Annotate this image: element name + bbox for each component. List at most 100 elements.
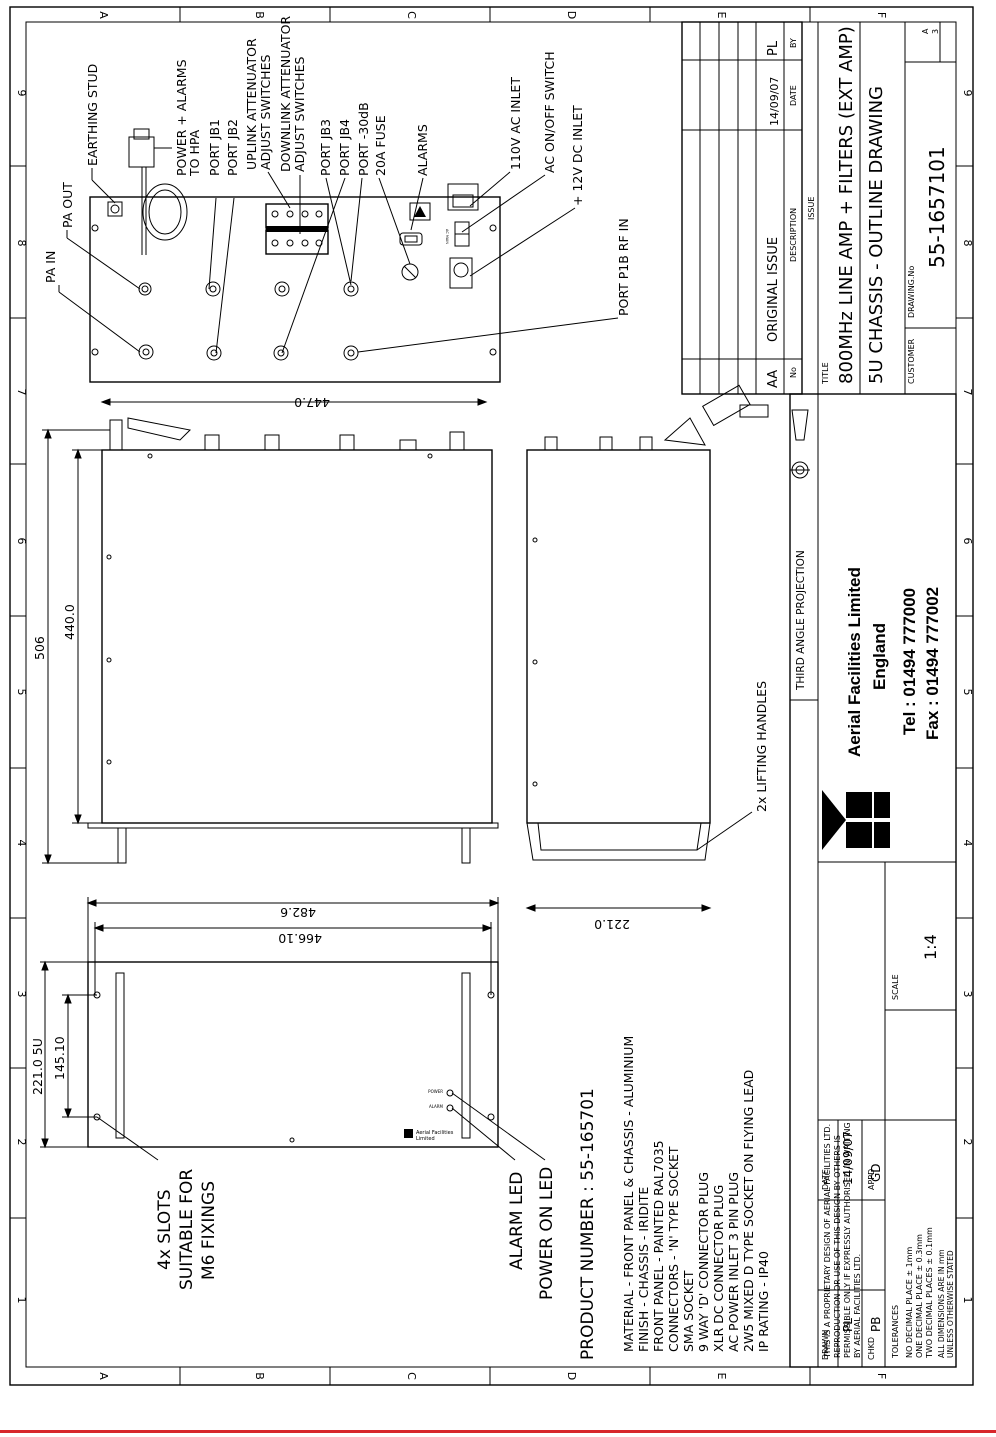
dim-447: 447.0 — [294, 395, 330, 410]
rev-head-by: BY — [789, 38, 798, 48]
spec-line: 2W5 MIXED D TYPE SOCKET ON FLYING LEAD — [741, 1070, 756, 1352]
spec-line: AC POWER INLET 3 PIN PLUG — [726, 1172, 741, 1352]
sheet-size: A — [921, 28, 930, 34]
zone-number: 3 — [961, 991, 974, 998]
zone-letter: D — [565, 11, 578, 19]
spec-line: IP RATING - IP40 — [756, 1251, 771, 1352]
zone-number: 2 — [15, 1139, 28, 1146]
callout-dc-inlet: + 12V DC INLET — [570, 105, 585, 206]
drawn-label-cell: DRAWN — [821, 1330, 830, 1360]
zone-number: 6 — [15, 538, 28, 545]
zone-number: 7 — [961, 389, 974, 396]
panel-brand: Aerial Facilities — [416, 1130, 454, 1136]
sheet-size-num: 3 — [931, 29, 940, 34]
rev-description: ORIGINAL ISSUE — [766, 237, 781, 342]
scale-label: SCALE — [891, 974, 900, 1000]
zone-number: 8 — [961, 240, 974, 247]
dim-221-side: 221.0 — [594, 917, 630, 932]
rev-head-no: No — [789, 367, 798, 378]
rev-by: PL — [766, 40, 781, 56]
zone-letters-top: A B C D E F — [97, 11, 888, 19]
spec-list: MATERIAL - FRONT PANEL & CHASSIS - ALUMI… — [621, 1036, 771, 1352]
note-lifting-handles: 2x LIFTING HANDLES — [754, 681, 769, 812]
warning-label-icon — [409, 202, 431, 221]
zone-letter: A — [97, 1372, 110, 1380]
date-label-cell: DATE — [821, 1169, 830, 1190]
note-alarm-led: ALARM LED — [507, 1172, 527, 1270]
attenuator-switch-block — [265, 203, 329, 255]
panel-label-alarm: ALARM — [429, 1104, 444, 1109]
zone-number: 8 — [15, 240, 28, 247]
spec-line: FRONT PANEL - PAINTED RAL7035 — [651, 1140, 666, 1352]
spec-line: CONNECTORS - 'N' TYPE SOCKET — [666, 1146, 681, 1352]
proprietary-line: PERMISSIBLE ONLY IF EXPRESSLY AUTHORISED… — [843, 1122, 852, 1358]
zone-numbers-left: 1 2 3 4 5 6 7 8 9 — [15, 90, 28, 1304]
callout-ac-inlet: 110V AC INLET — [508, 77, 523, 170]
n-type-connectors — [138, 281, 359, 361]
zone-letters-bottom: A B C D E F — [97, 1372, 888, 1380]
zone-number: 5 — [961, 689, 974, 696]
panel-label-power: POWER — [428, 1089, 443, 1094]
callout-ac-switch: AC ON/OFF SWITCH — [542, 51, 557, 173]
revision-table: AA ORIGINAL ISSUE 14/09/07 PL No DESCRIP… — [681, 21, 819, 395]
callout-power-alarms: POWER + ALARMS — [174, 59, 189, 176]
chkd-value-cell: PB — [869, 1317, 883, 1332]
note-slots-2: SUITABLE FOR — [177, 1169, 197, 1290]
drawing-number: 55-1657101 — [925, 146, 949, 268]
zone-number: 5 — [15, 689, 28, 696]
front-panel-callouts: PA IN PA OUT EARTHING STUD POWER + ALARM… — [43, 16, 631, 354]
note-slots-1: 4x SLOTS — [155, 1190, 175, 1271]
callout-port-jb3: PORT JB3 — [318, 119, 333, 176]
dim-440: 440.0 — [62, 604, 77, 640]
dim-221-5u: 221.0 5U — [30, 1038, 45, 1095]
top-view: 447.0 506 440.0 — [32, 395, 499, 865]
zone-letter: D — [565, 1372, 578, 1380]
zone-letter: E — [715, 12, 728, 19]
tolerance-line: TWO DECIMAL PLACES ± 0.1mm — [925, 1227, 934, 1359]
zone-number: 6 — [961, 538, 974, 545]
zone-number: 7 — [15, 389, 28, 396]
zone-number: 4 — [961, 840, 974, 847]
rev-head-date: DATE — [789, 85, 798, 106]
earthing-stud-icon — [107, 201, 123, 217]
panel-brand-2: Limited — [416, 1136, 435, 1142]
rev-issue: AA — [766, 370, 781, 388]
note-power-led: POWER ON LED — [537, 1167, 557, 1300]
callout-pa-out: PA OUT — [60, 182, 75, 228]
zone-letter: B — [253, 11, 266, 19]
company-tel: Tel : 01494 777000 — [900, 588, 919, 735]
company-fax: Fax : 01494 777002 — [923, 587, 942, 740]
callout-port-30db: PORT -30dB — [356, 102, 371, 176]
zone-letter: F — [875, 1373, 888, 1379]
third-angle-projection-icon — [790, 409, 810, 479]
date-value: 14/09/07 — [841, 1131, 855, 1185]
callout-uplink: UPLINK ATTENUATOR — [244, 38, 259, 170]
title-block: THIRD ANGLE PROJECTION Aerial Facilities… — [789, 21, 957, 1368]
dim-506: 506 — [32, 636, 47, 660]
company-name: Aerial Facilities Limited — [845, 567, 864, 757]
callout-downlink: DOWNLINK ATTENUATOR — [278, 16, 293, 172]
note-slots-3: M6 FIXINGS — [199, 1181, 219, 1280]
note-product-number: PRODUCT NUMBER : 55-165701 — [578, 1088, 598, 1360]
front-panel-view: AC MAIN — [89, 128, 501, 383]
zone-number: 2 — [961, 1139, 974, 1146]
callout-downlink-2: ADJUST SWITCHES — [292, 57, 307, 172]
callout-fuse: 20A FUSE — [373, 115, 388, 176]
callout-port-jb2: PORT JB2 — [225, 119, 240, 176]
company-country: England — [870, 623, 889, 690]
spec-line: MATERIAL - FRONT PANEL & CHASSIS - ALUMI… — [621, 1036, 636, 1352]
side-view: 221.0 2x LIFTING HANDLES — [525, 384, 769, 932]
appd-label-cell: APPD — [867, 1169, 876, 1190]
zone-letter: A — [97, 11, 110, 19]
callout-alarms: ALARMS — [415, 124, 430, 176]
rev-head-issue: ISSUE — [807, 197, 816, 220]
title-label: TITLE — [821, 362, 830, 385]
callout-port-jb1: PORT JB1 — [207, 119, 222, 176]
brand-logo-small — [404, 1129, 413, 1138]
title-line-1: 800MHz LINE AMP + FILTERS (EXT AMP) — [836, 26, 857, 384]
fuse-holder-icon — [401, 263, 419, 281]
callout-earthing-stud: EARTHING STUD — [85, 64, 100, 166]
drawing-border: A B C D E F A B C D E F 1 2 3 4 5 6 7 8 … — [9, 6, 974, 1386]
spec-line: SMA SOCKET — [681, 1270, 696, 1352]
